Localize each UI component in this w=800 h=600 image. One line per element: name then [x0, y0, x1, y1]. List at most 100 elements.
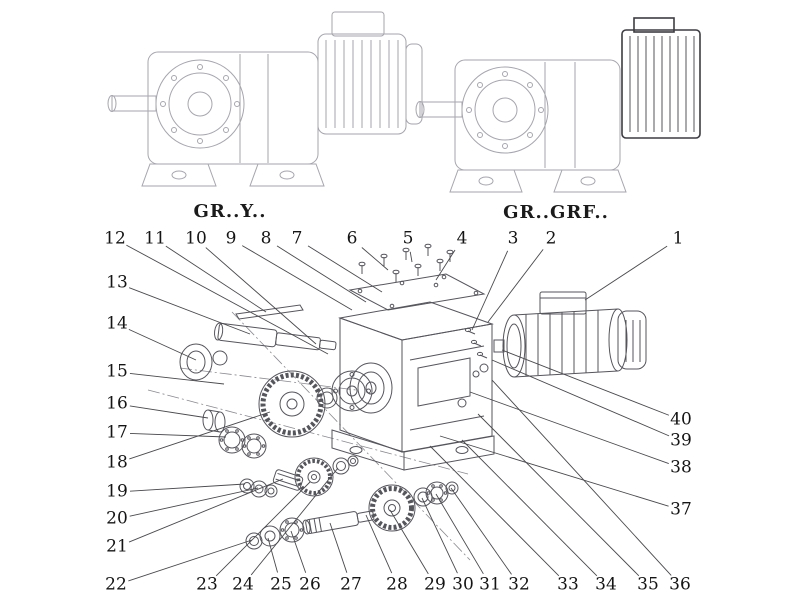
- bearing-pair: [218, 426, 267, 459]
- leader-line-39: [491, 359, 670, 437]
- exploded-view-drawing: [147, 243, 647, 561]
- variant-label-gr-grf: GR..GRF..: [503, 202, 609, 223]
- retaining-ring: [316, 387, 338, 409]
- leader-line-19: [129, 483, 246, 492]
- leader-line-18: [129, 411, 271, 460]
- callout-24: 24: [232, 574, 254, 595]
- callout-12: 12: [104, 228, 126, 249]
- leader-lines: [126, 244, 672, 582]
- leader-line-17: [129, 433, 227, 438]
- callout-31: 31: [479, 574, 501, 595]
- leader-line-32: [450, 487, 512, 575]
- callout-9: 9: [225, 228, 237, 249]
- callout-40: 40: [670, 409, 692, 430]
- leader-line-21: [128, 478, 284, 543]
- callout-22: 22: [105, 574, 127, 595]
- leader-line-7: [307, 245, 383, 293]
- leader-line-33: [429, 445, 560, 577]
- leader-line-5: [409, 251, 413, 263]
- callout-7: 7: [291, 228, 303, 249]
- callout-36: 36: [669, 574, 691, 595]
- oil-seal-drawing: [179, 343, 213, 381]
- leader-line-1: [584, 245, 668, 301]
- variant-label-gr-y: GR..Y..: [193, 201, 267, 222]
- leader-line-14: [128, 328, 197, 361]
- leader-line-38: [469, 391, 669, 465]
- gearmotor-drawing-gr-grf: [415, 17, 701, 193]
- leader-line-24: [250, 467, 339, 576]
- callout-4: 4: [456, 228, 468, 249]
- callout-3: 3: [507, 228, 519, 249]
- leader-line-25: [267, 537, 278, 573]
- callout-30: 30: [452, 574, 474, 595]
- gearbox-housing: [331, 301, 495, 471]
- callout-2: 2: [545, 228, 557, 249]
- input-shaft-parts: [464, 327, 505, 378]
- leader-line-40: [501, 349, 670, 416]
- leader-line-2: [487, 249, 544, 323]
- leader-line-9: [241, 245, 353, 311]
- leader-line-4: [435, 249, 456, 281]
- leader-line-11: [165, 245, 267, 313]
- leader-line-10: [205, 247, 317, 345]
- callout-19: 19: [106, 481, 128, 502]
- callout-32: 32: [508, 574, 530, 595]
- callout-34: 34: [595, 574, 617, 595]
- cover-bolts: [358, 243, 454, 282]
- leader-line-37: [439, 435, 669, 507]
- callout-33: 33: [557, 574, 579, 595]
- leader-line-30: [421, 497, 458, 574]
- callout-6: 6: [346, 228, 358, 249]
- leader-line-8: [276, 245, 367, 303]
- callout-39: 39: [670, 430, 692, 451]
- leader-line-3: [471, 250, 509, 331]
- leader-line-23: [215, 481, 311, 577]
- callout-21: 21: [106, 536, 128, 557]
- leader-line-13: [128, 287, 251, 335]
- callout-38: 38: [670, 457, 692, 478]
- callout-18: 18: [106, 452, 128, 473]
- leader-line-27: [329, 522, 348, 573]
- callout-1: 1: [672, 228, 684, 249]
- callout-28: 28: [386, 574, 408, 595]
- callout-16: 16: [106, 393, 128, 414]
- housing-cover: [348, 273, 486, 311]
- leader-line-6: [361, 247, 389, 271]
- leader-line-35: [477, 413, 640, 577]
- leader-line-20: [129, 487, 259, 517]
- leader-line-22: [128, 539, 253, 582]
- callout-27: 27: [340, 574, 362, 595]
- bottom-shaft-cluster: [245, 481, 459, 550]
- leader-line-12: [126, 244, 329, 355]
- intermediate-pinion-cluster: [239, 455, 359, 498]
- compact-motor-block: [621, 17, 701, 139]
- spacer-sleeve: [202, 409, 226, 433]
- motor-drawing: [502, 291, 647, 378]
- leader-line-26: [290, 530, 307, 573]
- callout-37: 37: [670, 499, 692, 520]
- callout-29: 29: [424, 574, 446, 595]
- callout-10: 10: [185, 228, 207, 249]
- leader-line-29: [389, 509, 429, 575]
- callout-8: 8: [260, 228, 272, 249]
- large-gear-drawing: [258, 370, 326, 438]
- callout-14: 14: [106, 313, 128, 334]
- leader-line-15: [129, 373, 225, 385]
- leader-line-36: [491, 379, 672, 576]
- callout-20: 20: [106, 508, 128, 529]
- callout-17: 17: [106, 422, 128, 443]
- callout-5: 5: [402, 228, 414, 249]
- gearmotor-drawing-gr-y: [107, 11, 423, 187]
- callout-15: 15: [106, 361, 128, 382]
- leader-line-28: [365, 514, 393, 574]
- callout-25: 25: [270, 574, 292, 595]
- callout-11: 11: [144, 228, 166, 249]
- callout-23: 23: [196, 574, 218, 595]
- callout-13: 13: [106, 272, 128, 293]
- output-shaft-drawing: [212, 304, 337, 366]
- callout-26: 26: [299, 574, 321, 595]
- callout-35: 35: [637, 574, 659, 595]
- leader-line-16: [129, 405, 209, 419]
